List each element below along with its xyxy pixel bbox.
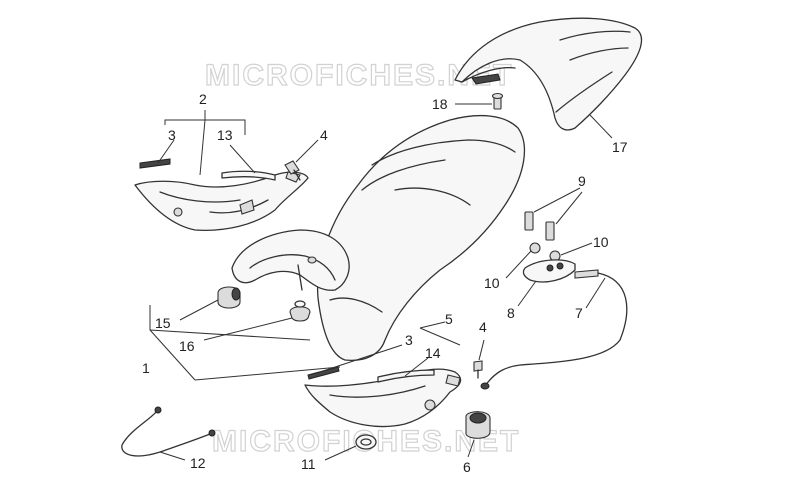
grommet[interactable] [289, 300, 311, 322]
main-seat[interactable] [231, 114, 526, 361]
callout-7: 7 [575, 305, 583, 321]
bolt-lower[interactable] [473, 360, 483, 379]
cowl-screw[interactable] [491, 92, 504, 110]
callout-15: 15 [155, 315, 171, 331]
latch-bolts[interactable] [524, 211, 555, 241]
callout-12: 12 [190, 455, 206, 471]
left-side-panel[interactable] [134, 171, 309, 231]
callout-14: 14 [425, 345, 441, 361]
callout-4-lower: 4 [479, 319, 487, 335]
washer-left[interactable] [529, 242, 541, 254]
callout-10-left: 10 [484, 275, 500, 291]
callout-8: 8 [507, 305, 515, 321]
release-cable[interactable] [480, 269, 628, 390]
seat-lock-latch[interactable] [522, 259, 576, 283]
callout-1: 1 [142, 360, 150, 376]
leader-lines [149, 103, 613, 461]
callout-10-right: 10 [593, 234, 609, 250]
callout-17: 17 [612, 139, 628, 155]
callout-18: 18 [432, 96, 448, 112]
callout-6: 6 [463, 459, 471, 475]
helmet-cable[interactable] [121, 406, 216, 457]
rear-seat-cowl[interactable] [454, 17, 643, 131]
callout-13: 13 [217, 127, 233, 143]
right-side-panel[interactable] [304, 368, 462, 428]
key-lock-cylinder[interactable] [465, 411, 491, 439]
callout-16: 16 [179, 338, 195, 354]
bolt-upper[interactable] [284, 160, 301, 181]
callout-labels: 2 3 13 4 18 17 9 10 10 8 7 15 16 1 5 3 1… [142, 91, 628, 475]
lock-ring[interactable] [355, 434, 377, 450]
callout-11: 11 [301, 456, 316, 472]
right-seal-strip[interactable] [377, 369, 435, 383]
rubber-buffer[interactable] [217, 286, 241, 309]
left-trim-strip[interactable] [139, 158, 171, 169]
callout-5: 5 [445, 311, 453, 327]
left-seal-strip[interactable] [221, 170, 276, 181]
callout-2: 2 [199, 91, 207, 107]
callout-4-upper: 4 [320, 127, 328, 143]
callout-9: 9 [578, 173, 586, 189]
callout-3-right: 3 [405, 332, 413, 348]
callout-3-left: 3 [168, 127, 176, 143]
